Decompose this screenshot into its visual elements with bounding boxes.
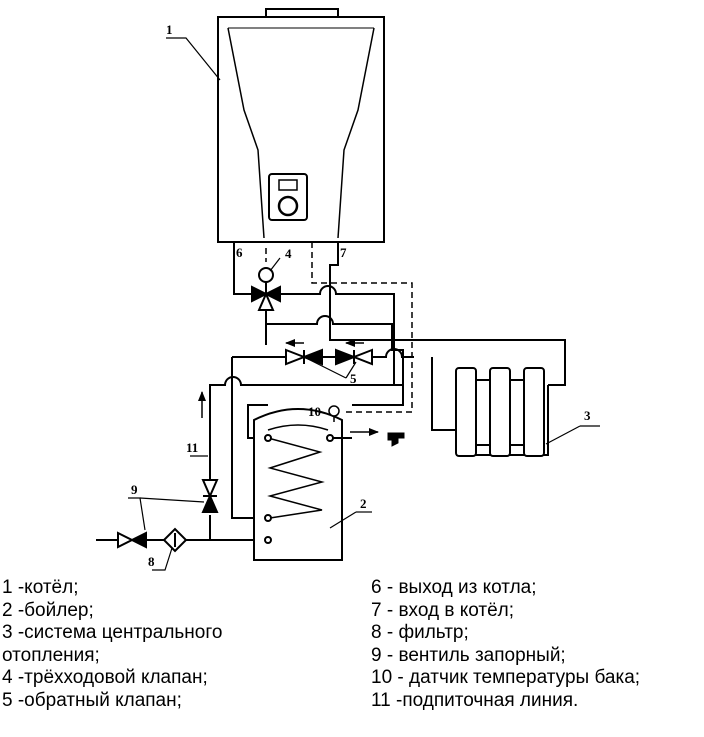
boiler-connection-diagram: 1 6 4 7 5 3 10 11 9 2 8 [96,8,600,571]
label-10: 10 [308,404,321,419]
makeup-shutoff-valve [201,479,219,513]
legend-item-8: 8 - фильтр; [371,622,469,643]
filter [162,527,188,553]
leader-lines [128,37,600,571]
legend-item-1: 1 -котёл; [2,577,79,598]
inlet-shutoff-valve [117,531,147,549]
legend-item-6: 6 - выход из котла; [371,577,537,598]
legend-item-3-cont: отопления; [2,644,100,666]
legend-item-2: 2 -бойлер; [2,599,94,621]
label-6: 6 [236,245,243,260]
label-5: 5 [350,371,357,386]
check-valve-left [285,348,323,366]
label-3: 3 [584,408,591,423]
legend-item-4: 4 -трёхходовой клапан; [2,667,208,688]
legend-item-10: 10 - датчик температуры бака; [371,667,641,688]
legend-item-11: 11 -подпиточная линия. [371,689,579,711]
label-2: 2 [360,496,367,511]
legend-left: 1 -котёл; 2 -бойлер; 3 -система централь… [2,577,222,712]
legend-item-5: 5 -обратный клапан; [2,689,182,711]
label-8: 8 [148,554,155,569]
legend-right: 6 - выход из котла; 7 - вход в котёл; 8 … [371,577,640,712]
temperature-sensor [328,405,340,422]
label-9: 9 [131,482,138,497]
label-7: 7 [340,245,347,260]
boiler [217,8,385,243]
label-4: 4 [285,246,292,261]
legend-item-3: 3 -система центрального [2,622,223,643]
check-valve-right [335,348,373,366]
faucet-icon [387,432,405,447]
label-1: 1 [166,22,173,37]
water-tank [253,408,379,561]
three-way-valve [251,267,281,311]
legend-item-9: 9 - вентиль запорный; [371,644,566,666]
legend-item-7: 7 - вход в котёл; [371,599,515,621]
label-11: 11 [186,440,198,455]
control-wire [265,242,413,413]
radiators [455,367,545,457]
